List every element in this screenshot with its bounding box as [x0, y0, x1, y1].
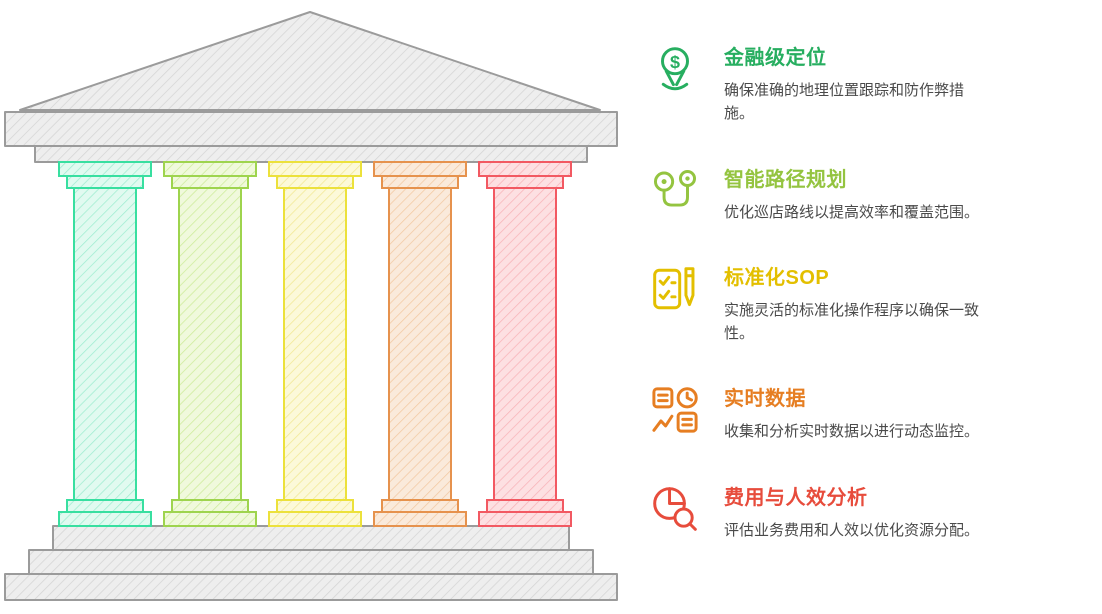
feature-item: 智能路径规划 优化巡店路线以提高效率和覆盖范围。	[650, 166, 1080, 224]
pillar-2	[163, 161, 257, 527]
feature-text: 实时数据 收集和分析实时数据以进行动态监控。	[724, 385, 1080, 443]
temple-illustration	[4, 11, 618, 601]
feature-text: 费用与人效分析 评估业务费用和人效以优化资源分配。	[724, 484, 1080, 542]
pillar-1	[58, 161, 152, 527]
feature-item: 实时数据 收集和分析实时数据以进行动态监控。	[650, 385, 1080, 443]
svg-text:$: $	[670, 52, 680, 72]
feature-item: 标准化SOP 实施灵活的标准化操作程序以确保一致性。	[650, 264, 1080, 346]
stylobate-step-3	[4, 573, 618, 601]
checklist-pen-icon	[650, 264, 700, 314]
feature-text: 标准化SOP 实施灵活的标准化操作程序以确保一致性。	[724, 264, 1080, 346]
pediment	[19, 11, 601, 111]
pillar-4	[373, 161, 467, 527]
route-pins-icon	[650, 166, 700, 216]
pillar-5	[478, 161, 572, 527]
feature-title: 智能路径规划	[724, 168, 847, 191]
frieze-beam	[34, 145, 588, 163]
feature-text: 智能路径规划 优化巡店路线以提高效率和覆盖范围。	[724, 166, 1080, 224]
temple-svg	[4, 11, 618, 601]
feature-list: $ 金融级定位 确保准确的地理位置跟踪和防作弊措施。	[650, 44, 1080, 542]
feature-title: 实时数据	[724, 388, 806, 411]
feature-description: 确保准确的地理位置跟踪和防作弊措施。	[724, 82, 965, 123]
feature-item: 费用与人效分析 评估业务费用和人效以优化资源分配。	[650, 484, 1080, 542]
feature-description: 收集和分析实时数据以进行动态监控。	[724, 423, 980, 441]
feature-description: 实施灵活的标准化操作程序以确保一致性。	[724, 301, 980, 342]
feature-title: 费用与人效分析	[724, 486, 868, 509]
feature-title: 标准化SOP	[724, 266, 830, 289]
stylobate-step-2	[28, 549, 594, 575]
feature-title: 金融级定位	[724, 47, 827, 69]
architrave-beam	[4, 111, 618, 147]
pie-magnifier-icon	[650, 484, 700, 534]
feature-description: 评估业务费用和人效以优化资源分配。	[724, 521, 980, 539]
feature-item: $ 金融级定位 确保准确的地理位置跟踪和防作弊措施。	[650, 44, 1080, 126]
pillar-3	[268, 161, 362, 527]
feature-text: 金融级定位 确保准确的地理位置跟踪和防作弊措施。	[724, 44, 1080, 126]
dollar-pin-icon: $	[650, 44, 700, 94]
realtime-data-icon	[650, 385, 700, 435]
feature-description: 优化巡店路线以提高效率和覆盖范围。	[724, 203, 980, 221]
stylobate-step-1	[52, 525, 570, 551]
